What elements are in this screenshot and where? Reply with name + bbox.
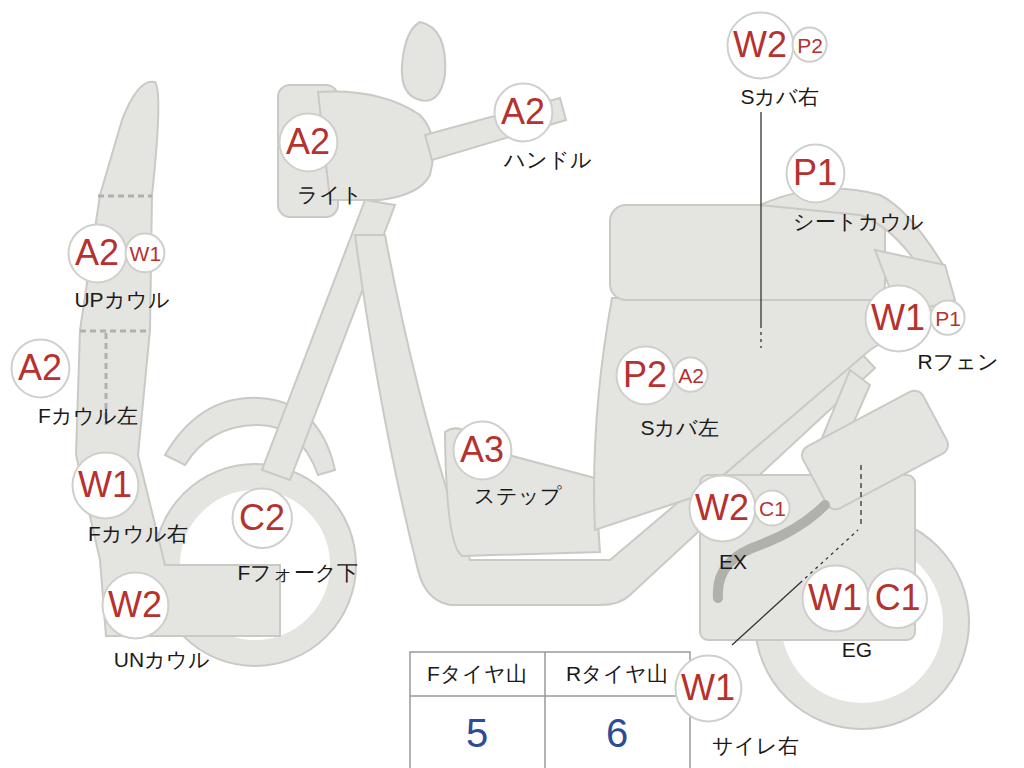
grade-code: W1	[130, 242, 162, 263]
grade-code: C2	[239, 500, 285, 536]
grade-code: A2	[678, 364, 704, 385]
grade-code: C1	[759, 497, 786, 518]
grade-code: P1	[935, 307, 961, 328]
grade-circle: A3	[452, 420, 513, 481]
grade-circle: P1	[929, 299, 966, 336]
grade-code: P2	[623, 357, 667, 393]
part-name: Fカウル左	[38, 404, 138, 427]
part-name: Rフェン	[917, 350, 998, 373]
grade-code: W2	[733, 27, 787, 63]
grade-code: A2	[501, 94, 545, 130]
part-name: UPカウル	[74, 288, 169, 311]
grade-circle: C1	[866, 567, 928, 629]
part-name: Sカバ右	[740, 85, 819, 108]
grade-code: W1	[871, 300, 925, 336]
grade-circle: C1	[753, 489, 791, 527]
grade-circle: P1	[785, 143, 846, 204]
grade-code: W1	[78, 467, 132, 503]
grade-code: P1	[793, 155, 837, 191]
scooter-body	[76, 22, 969, 729]
grade-circle: W1	[801, 564, 870, 633]
grade-circle: W2	[101, 571, 170, 640]
grade-circle: W1	[674, 654, 743, 723]
table-value: 6	[606, 711, 628, 755]
grade-circle: A2	[278, 112, 339, 173]
grade-code: W1	[681, 670, 735, 706]
table-header: Rタイヤ山	[566, 662, 668, 685]
grade-code: C1	[875, 580, 921, 616]
part-name: EG	[842, 638, 872, 661]
part-name: シートカウル	[793, 210, 924, 233]
grade-code: W2	[695, 490, 749, 526]
muffler	[799, 387, 952, 513]
grade-circle: A2	[67, 223, 128, 284]
grade-code: A2	[286, 124, 330, 160]
part-name: サイレ右	[712, 734, 799, 757]
part-name: Sカバ左	[640, 416, 719, 439]
part-name: ライト	[297, 183, 363, 206]
grade-circle: W2	[726, 11, 795, 80]
grade-code: A2	[75, 235, 119, 271]
grade-circle: P2	[615, 345, 676, 406]
grade-code: A3	[460, 432, 504, 468]
grade-circle: P2	[791, 26, 828, 63]
grade-code: P2	[797, 34, 823, 55]
front-cowl	[76, 82, 280, 636]
table-value: 5	[466, 711, 488, 755]
grade-circle: W1	[71, 451, 140, 520]
part-name: EX	[719, 550, 747, 573]
mirror	[402, 22, 445, 101]
part-name: Fフォーク下	[238, 561, 359, 584]
part-name: Fカウル右	[88, 522, 188, 545]
grade-circle: A2	[493, 82, 554, 143]
grade-circle: W1	[864, 284, 933, 353]
grade-circle: A2	[10, 338, 71, 399]
part-name: ステップ	[474, 484, 562, 507]
part-name: ハンドル	[504, 148, 592, 171]
part-name: UNカウル	[114, 648, 210, 671]
grade-code: W2	[108, 587, 162, 623]
grade-code: A2	[18, 350, 62, 386]
grade-circle: A2	[672, 356, 709, 393]
table-header: Fタイヤ山	[427, 662, 527, 685]
grade-circle: W1	[124, 232, 166, 274]
tread-table	[410, 652, 690, 768]
step-floor	[445, 428, 600, 556]
grade-code: W1	[808, 580, 862, 616]
grade-circle: C2	[231, 487, 293, 549]
grade-circle: W2	[688, 474, 757, 543]
